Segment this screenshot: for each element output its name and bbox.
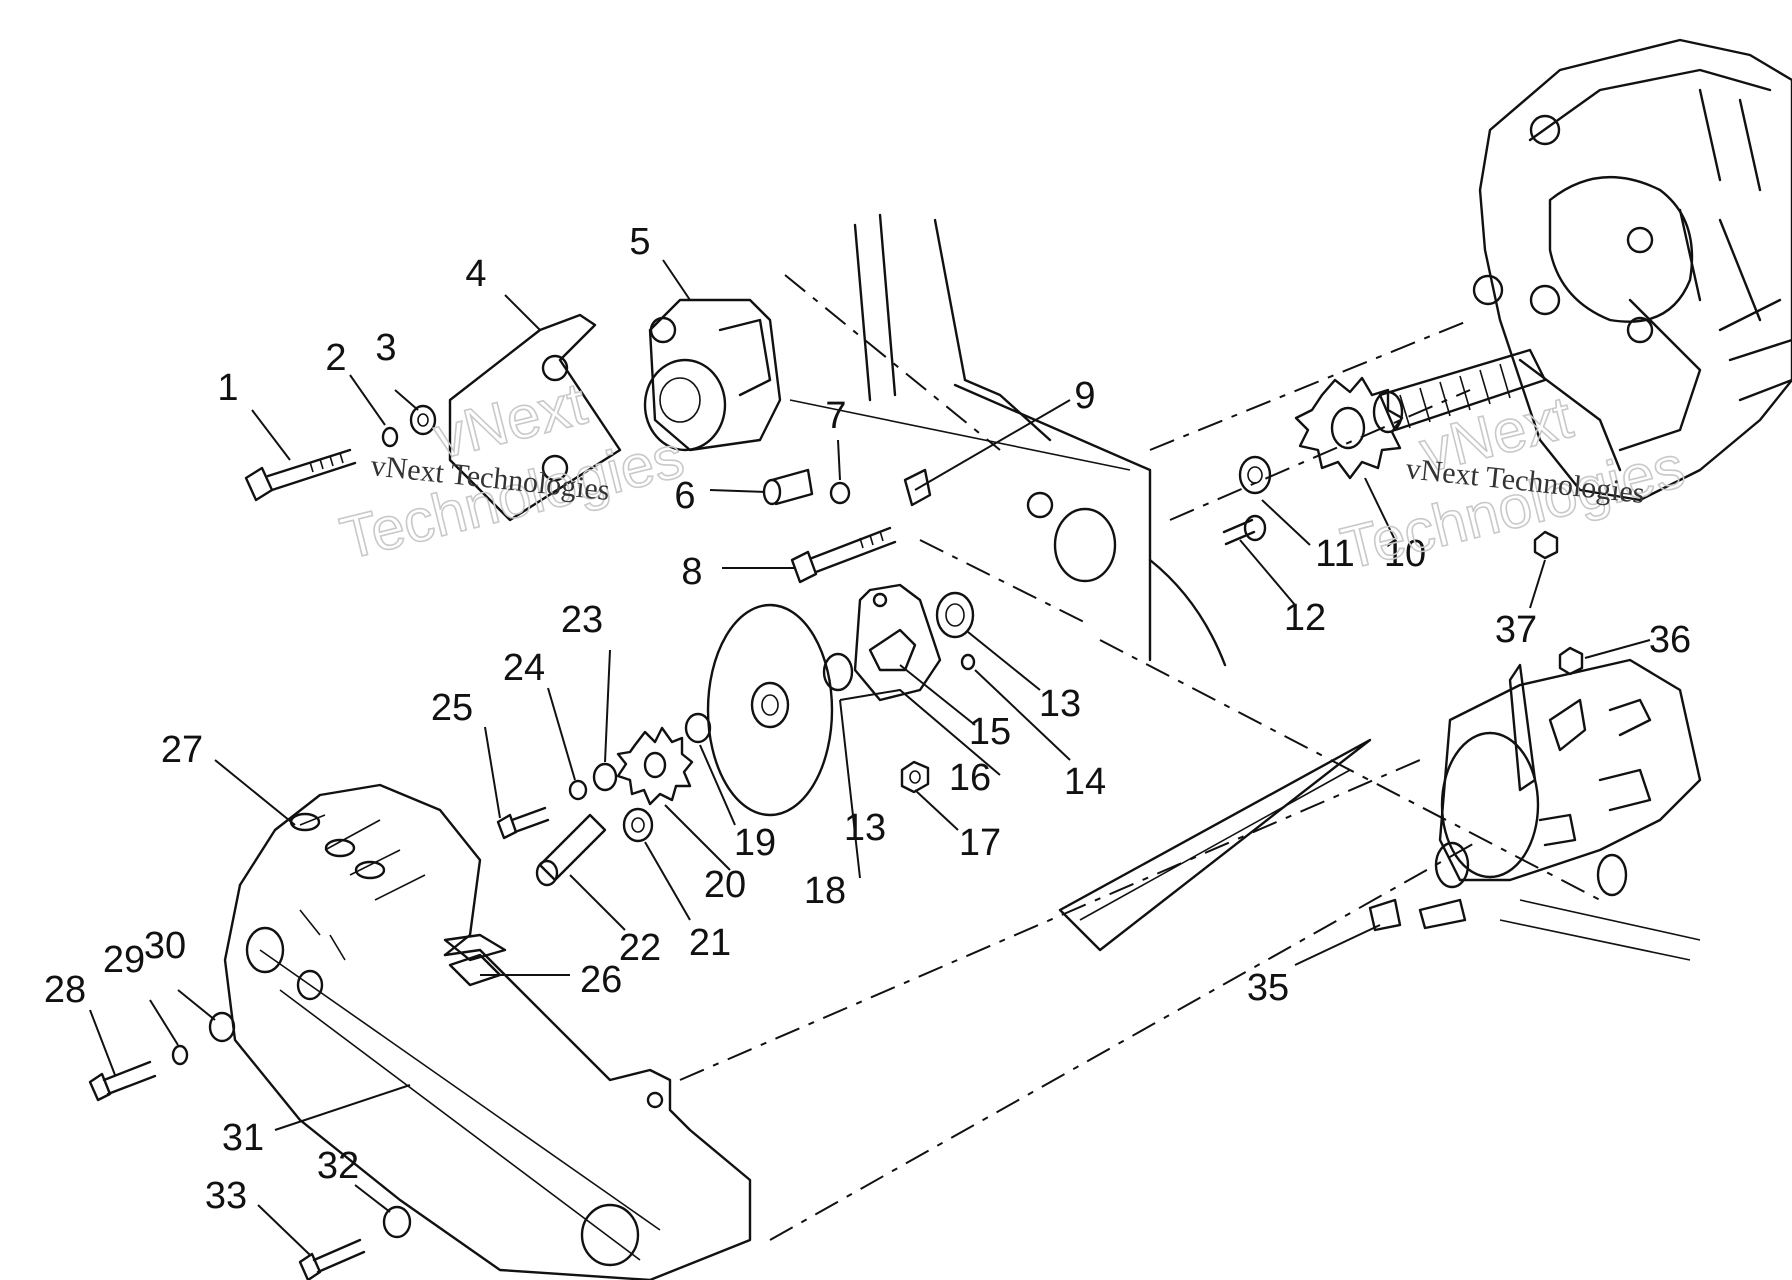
callout-22: 22 <box>619 927 661 969</box>
callout-2: 2 <box>325 337 346 379</box>
housing-5 <box>643 298 782 452</box>
callout-12: 12 <box>1284 597 1326 639</box>
lock-washer-29 <box>171 1044 189 1066</box>
ring-19 <box>684 712 712 744</box>
callout-27: 27 <box>161 729 203 771</box>
callout-24: 24 <box>503 647 545 689</box>
callout-26: 26 <box>580 959 622 1001</box>
nut-17 <box>900 760 930 794</box>
output-shaft <box>1372 348 1547 434</box>
callout-15: 15 <box>969 711 1011 753</box>
bolt-1 <box>244 448 357 502</box>
bearing-13-upper <box>935 591 975 639</box>
brake-disc-18 <box>706 603 834 817</box>
bearing-13-lower <box>822 652 854 692</box>
callout-13-upper: 13 <box>1039 683 1081 725</box>
callout-36: 36 <box>1649 619 1691 661</box>
washer-23 <box>592 762 618 792</box>
washer-7 <box>829 481 851 505</box>
callout-31: 31 <box>222 1117 264 1159</box>
callout-labels: 1 2 3 4 5 6 7 8 9 10 11 12 13 13 14 15 1… <box>44 221 1691 1217</box>
callout-5: 5 <box>629 221 650 263</box>
washer-30 <box>208 1011 236 1043</box>
bolt-8 <box>790 526 897 584</box>
washer-21 <box>622 807 654 843</box>
callout-13-lower: 13 <box>844 807 886 849</box>
seal-ring <box>1053 507 1117 583</box>
callout-4: 4 <box>465 253 486 295</box>
callout-33: 33 <box>205 1175 247 1217</box>
callout-37: 37 <box>1495 609 1537 651</box>
callout-9: 9 <box>1074 375 1095 417</box>
callout-35: 35 <box>1247 967 1289 1009</box>
nut-36 <box>1558 646 1584 676</box>
callout-10: 10 <box>1384 533 1426 575</box>
callout-19: 19 <box>734 822 776 864</box>
callout-14: 14 <box>1064 761 1106 803</box>
callout-6: 6 <box>674 475 695 517</box>
bracket-4 <box>448 313 622 522</box>
callout-20: 20 <box>704 864 746 906</box>
spacer-22 <box>535 813 607 887</box>
engine-block <box>1472 38 1792 502</box>
bolt-33 <box>298 1238 366 1280</box>
clip-14 <box>960 653 976 671</box>
frame-rails <box>679 213 1601 1241</box>
clip-9 <box>903 468 932 507</box>
callout-8: 8 <box>681 551 702 593</box>
callout-18: 18 <box>804 870 846 912</box>
callout-28: 28 <box>44 969 86 1011</box>
bolt-28 <box>88 1060 157 1102</box>
caliper-15-16 <box>853 583 942 702</box>
callout-16: 16 <box>949 757 991 799</box>
washer-3 <box>409 404 437 436</box>
callout-25: 25 <box>431 687 473 729</box>
guard-body-31 <box>223 883 752 1280</box>
callout-23: 23 <box>561 599 603 641</box>
bolt-25 <box>496 806 550 840</box>
bolt-12 <box>1222 514 1267 546</box>
bolt-6 <box>762 468 814 506</box>
sprocket-10 <box>1294 376 1404 480</box>
lock-washer-24 <box>568 779 588 801</box>
sprocket-20 <box>616 726 694 806</box>
washer-11 <box>1238 455 1272 495</box>
callout-11: 11 <box>1315 533 1354 575</box>
callout-29: 29 <box>103 939 145 981</box>
leader-lines <box>89 259 1651 1256</box>
nut-37 <box>1533 530 1559 560</box>
callout-7: 7 <box>825 395 846 437</box>
washer-32 <box>382 1205 412 1239</box>
frame-hole <box>1026 491 1054 519</box>
callout-3: 3 <box>375 327 396 369</box>
callout-17: 17 <box>959 822 1001 864</box>
muffler-assembly <box>1368 658 1702 961</box>
callout-30: 30 <box>144 925 186 967</box>
callout-1: 1 <box>217 367 238 409</box>
lock-washer-2 <box>381 426 399 448</box>
callout-32: 32 <box>317 1145 359 1187</box>
callout-21: 21 <box>689 922 731 964</box>
